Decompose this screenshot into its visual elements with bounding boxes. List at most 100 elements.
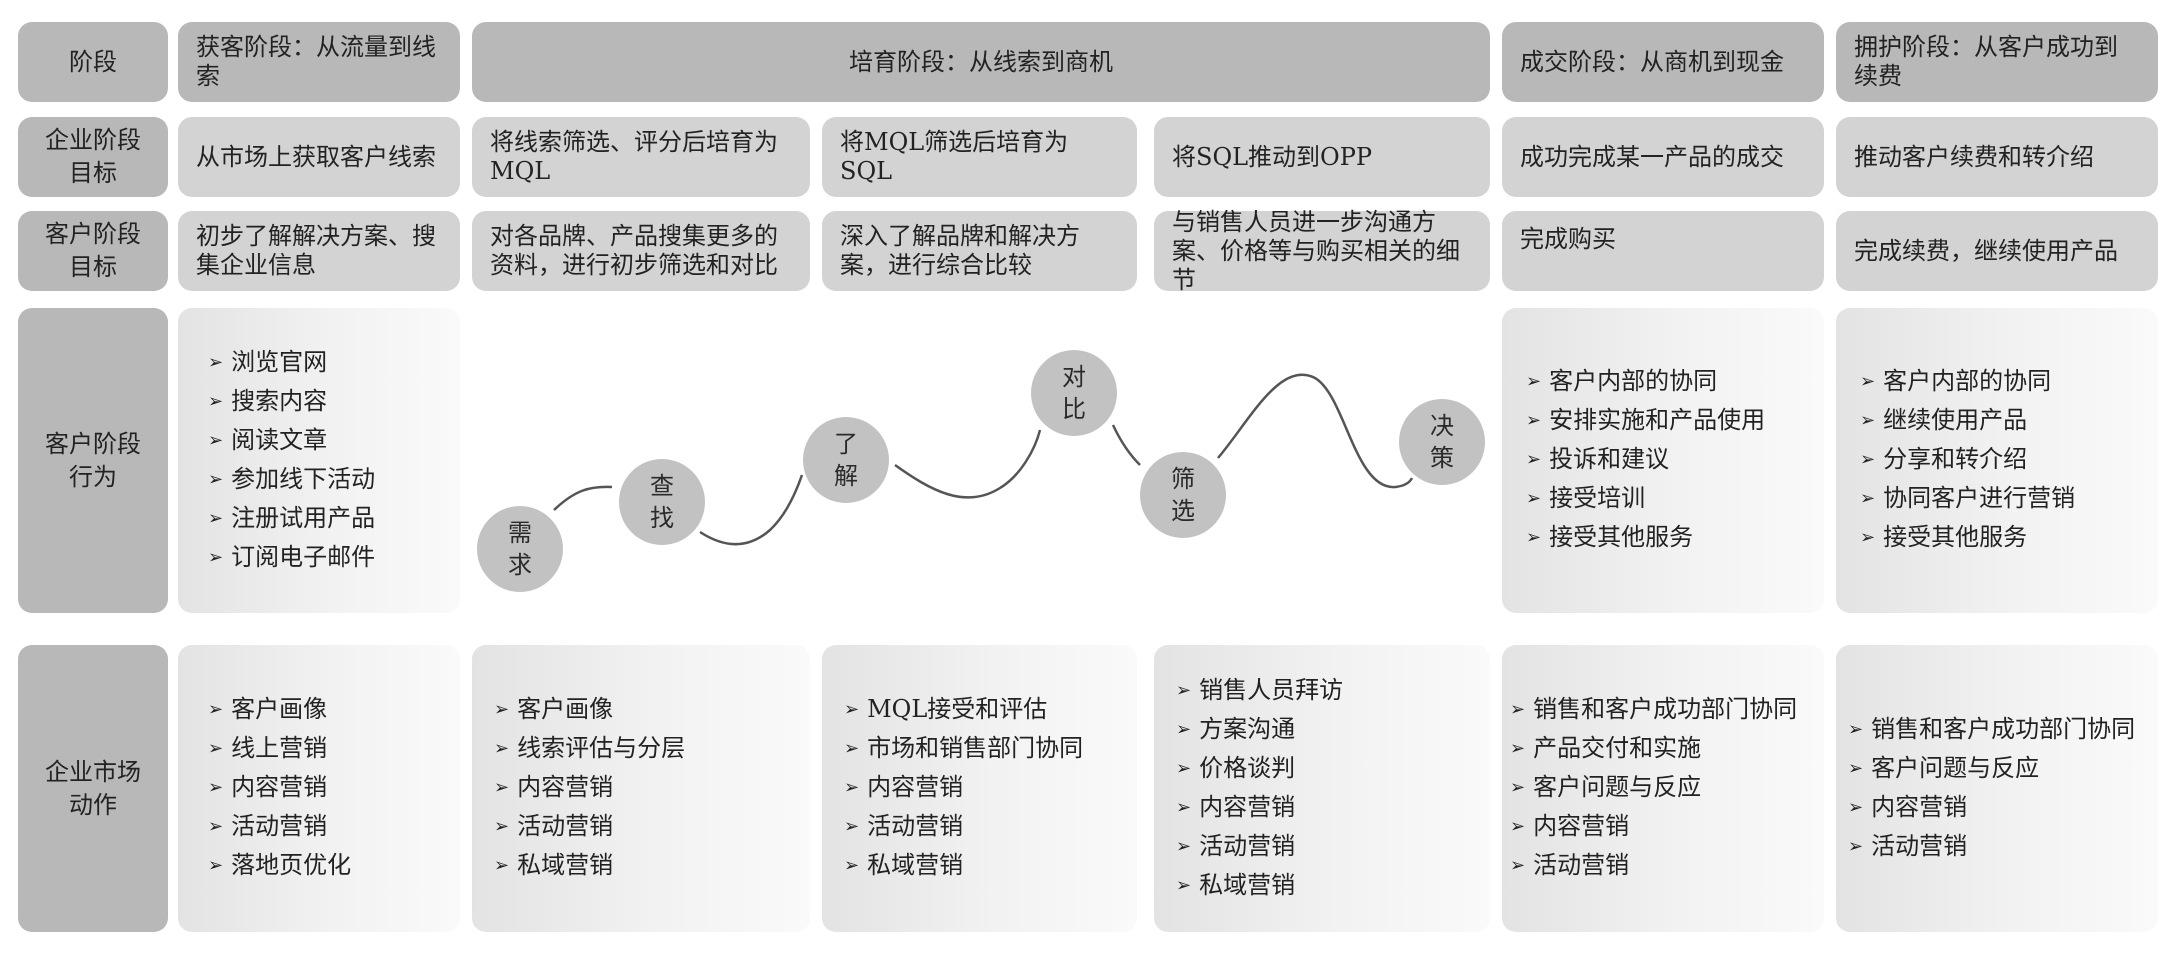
marketing-action-nurture-3: 销售人员拜访方案沟通价格谈判内容营销活动营销私域营销 bbox=[1154, 645, 1490, 932]
enterprise-goal-retain: 推动客户续费和转介绍 bbox=[1836, 117, 2158, 197]
list-item: 内容营销 bbox=[844, 769, 1083, 808]
customer-goal-nurture-2-text: 深入了解品牌和解决方案，进行综合比较 bbox=[840, 222, 1080, 279]
list-item: 活动营销 bbox=[208, 808, 351, 847]
journey-node-search: 查 找 bbox=[619, 459, 705, 545]
customer-goal-nurture-2: 深入了解品牌和解决方案，进行综合比较 bbox=[822, 211, 1137, 291]
list-item: 内容营销 bbox=[1848, 789, 2135, 828]
list-item: 内容营销 bbox=[208, 769, 351, 808]
list-item: 参加线下活动 bbox=[208, 461, 375, 500]
list-item: 内容营销 bbox=[1176, 789, 1343, 828]
marketing-action-nurture-2-list: MQL接受和评估市场和销售部门协同内容营销活动营销私域营销 bbox=[844, 691, 1083, 886]
list-item: 活动营销 bbox=[844, 808, 1083, 847]
enterprise-goal-acquire: 从市场上获取客户线索 bbox=[178, 117, 460, 197]
list-item: 市场和销售部门协同 bbox=[844, 730, 1083, 769]
stage-acquire-header: 获客阶段：从流量到线索 bbox=[178, 22, 460, 102]
list-item: 接受其他服务 bbox=[1860, 519, 2075, 558]
row-header-marketing-action-label: 企业市场 动作 bbox=[45, 757, 141, 819]
customer-goal-deal: 完成购买 bbox=[1502, 211, 1824, 291]
list-item: 注册试用产品 bbox=[208, 500, 375, 539]
marketing-action-retain-list: 销售和客户成功部门协同客户问题与反应内容营销活动营销 bbox=[1848, 711, 2135, 867]
enterprise-goal-nurture-1: 将线索筛选、评分后培育为MQL bbox=[472, 117, 810, 197]
row-header-customer-goal: 客户阶段 目标 bbox=[18, 211, 168, 291]
stage-nurture-title: 培育阶段：从线索到商机 bbox=[849, 47, 1113, 76]
row-header-customer-behavior: 客户阶段 行为 bbox=[18, 308, 168, 613]
list-item: 价格谈判 bbox=[1176, 750, 1343, 789]
list-item: 私域营销 bbox=[1176, 867, 1343, 906]
list-item: 私域营销 bbox=[844, 847, 1083, 886]
customer-behavior-acquire-list: 浏览官网搜索内容阅读文章参加线下活动注册试用产品订阅电子邮件 bbox=[208, 344, 375, 578]
list-item: 客户问题与反应 bbox=[1510, 769, 1797, 808]
row-header-enterprise-goal-label: 企业阶段 目标 bbox=[45, 126, 141, 187]
enterprise-goal-nurture-1-text: 将线索筛选、评分后培育为MQL bbox=[490, 128, 778, 185]
customer-goal-acquire-text: 初步了解解决方案、搜集企业信息 bbox=[196, 222, 436, 279]
enterprise-goal-deal: 成功完成某一产品的成交 bbox=[1502, 117, 1824, 197]
enterprise-goal-nurture-2-text: 将MQL筛选后培育为SQL bbox=[840, 128, 1069, 185]
customer-goal-acquire: 初步了解解决方案、搜集企业信息 bbox=[178, 211, 460, 291]
row-header-customer-behavior-label: 客户阶段 行为 bbox=[45, 429, 141, 491]
customer-goal-retain-text: 完成续费，继续使用产品 bbox=[1854, 236, 2118, 265]
marketing-action-deal: 销售和客户成功部门协同产品交付和实施客户问题与反应内容营销活动营销 bbox=[1502, 645, 1824, 932]
customer-goal-retain: 完成续费，继续使用产品 bbox=[1836, 211, 2158, 291]
marketing-action-acquire: 客户画像线上营销内容营销活动营销落地页优化 bbox=[178, 645, 460, 932]
customer-behavior-deal-list: 客户内部的协同安排实施和产品使用投诉和建议接受培训接受其他服务 bbox=[1526, 363, 1765, 558]
enterprise-goal-deal-text: 成功完成某一产品的成交 bbox=[1520, 142, 1784, 171]
enterprise-goal-nurture-3-text: 将SQL推动到OPP bbox=[1172, 142, 1373, 171]
list-item: 销售人员拜访 bbox=[1176, 672, 1343, 711]
list-item: 线索评估与分层 bbox=[494, 730, 685, 769]
list-item: 内容营销 bbox=[1510, 808, 1797, 847]
row-header-stage: 阶段 bbox=[18, 22, 168, 102]
customer-goal-nurture-1-text: 对各品牌、产品搜集更多的资料，进行初步筛选和对比 bbox=[490, 222, 778, 279]
stage-nurture-header: 培育阶段：从线索到商机 bbox=[472, 22, 1490, 102]
list-item: 阅读文章 bbox=[208, 422, 375, 461]
list-item: 接受其他服务 bbox=[1526, 519, 1765, 558]
list-item: 客户画像 bbox=[494, 691, 685, 730]
enterprise-goal-nurture-2: 将MQL筛选后培育为SQL bbox=[822, 117, 1137, 197]
journey-node-compare: 对 比 bbox=[1031, 350, 1117, 436]
list-item: 订阅电子邮件 bbox=[208, 539, 375, 578]
journey-node-need: 需 求 bbox=[477, 506, 563, 592]
list-item: 私域营销 bbox=[494, 847, 685, 886]
stage-retain-title: 拥护阶段：从客户成功到续费 bbox=[1854, 33, 2118, 90]
journey-node-decide: 决 策 bbox=[1399, 399, 1485, 485]
customer-behavior-retain-list: 客户内部的协同继续使用产品分享和转介绍协同客户进行营销接受其他服务 bbox=[1860, 363, 2075, 558]
stage-deal-title: 成交阶段：从商机到现金 bbox=[1520, 47, 1784, 76]
customer-behavior-deal: 客户内部的协同安排实施和产品使用投诉和建议接受培训接受其他服务 bbox=[1502, 308, 1824, 613]
row-header-marketing-action: 企业市场 动作 bbox=[18, 645, 168, 932]
customer-goal-nurture-3-text: 与销售人员进一步沟通方案、价格等与购买相关的细节 bbox=[1172, 207, 1460, 294]
journey-node-understand: 了 解 bbox=[803, 417, 889, 503]
list-item: 客户画像 bbox=[208, 691, 351, 730]
marketing-action-nurture-3-list: 销售人员拜访方案沟通价格谈判内容营销活动营销私域营销 bbox=[1176, 672, 1343, 906]
list-item: 客户内部的协同 bbox=[1860, 363, 2075, 402]
enterprise-goal-acquire-text: 从市场上获取客户线索 bbox=[196, 142, 436, 171]
list-item: 安排实施和产品使用 bbox=[1526, 402, 1765, 441]
list-item: 活动营销 bbox=[1848, 828, 2135, 867]
list-item: 方案沟通 bbox=[1176, 711, 1343, 750]
list-item: 落地页优化 bbox=[208, 847, 351, 886]
journey-node-filter: 筛 选 bbox=[1140, 452, 1226, 538]
stage-retain-header: 拥护阶段：从客户成功到续费 bbox=[1836, 22, 2158, 102]
marketing-action-acquire-list: 客户画像线上营销内容营销活动营销落地页优化 bbox=[208, 691, 351, 886]
list-item: 销售和客户成功部门协同 bbox=[1510, 691, 1797, 730]
list-item: 浏览官网 bbox=[208, 344, 375, 383]
marketing-action-nurture-2: MQL接受和评估市场和销售部门协同内容营销活动营销私域营销 bbox=[822, 645, 1137, 932]
list-item: 投诉和建议 bbox=[1526, 441, 1765, 480]
marketing-action-nurture-1: 客户画像线索评估与分层内容营销活动营销私域营销 bbox=[472, 645, 810, 932]
row-header-enterprise-goal: 企业阶段 目标 bbox=[18, 117, 168, 197]
list-item: 客户问题与反应 bbox=[1848, 750, 2135, 789]
list-item: 内容营销 bbox=[494, 769, 685, 808]
enterprise-goal-retain-text: 推动客户续费和转介绍 bbox=[1854, 142, 2094, 171]
list-item: MQL接受和评估 bbox=[844, 691, 1083, 730]
row-header-customer-goal-label: 客户阶段 目标 bbox=[45, 220, 141, 281]
list-item: 接受培训 bbox=[1526, 480, 1765, 519]
marketing-action-nurture-1-list: 客户画像线索评估与分层内容营销活动营销私域营销 bbox=[494, 691, 685, 886]
stage-deal-header: 成交阶段：从商机到现金 bbox=[1502, 22, 1824, 102]
customer-behavior-acquire: 浏览官网搜索内容阅读文章参加线下活动注册试用产品订阅电子邮件 bbox=[178, 308, 460, 613]
list-item: 产品交付和实施 bbox=[1510, 730, 1797, 769]
list-item: 销售和客户成功部门协同 bbox=[1848, 711, 2135, 750]
customer-goal-nurture-3: 与销售人员进一步沟通方案、价格等与购买相关的细节 bbox=[1154, 208, 1490, 294]
list-item: 活动营销 bbox=[494, 808, 685, 847]
marketing-action-retain: 销售和客户成功部门协同客户问题与反应内容营销活动营销 bbox=[1836, 645, 2158, 932]
row-header-stage-label: 阶段 bbox=[69, 47, 117, 76]
customer-goal-nurture-1: 对各品牌、产品搜集更多的资料，进行初步筛选和对比 bbox=[472, 211, 810, 291]
